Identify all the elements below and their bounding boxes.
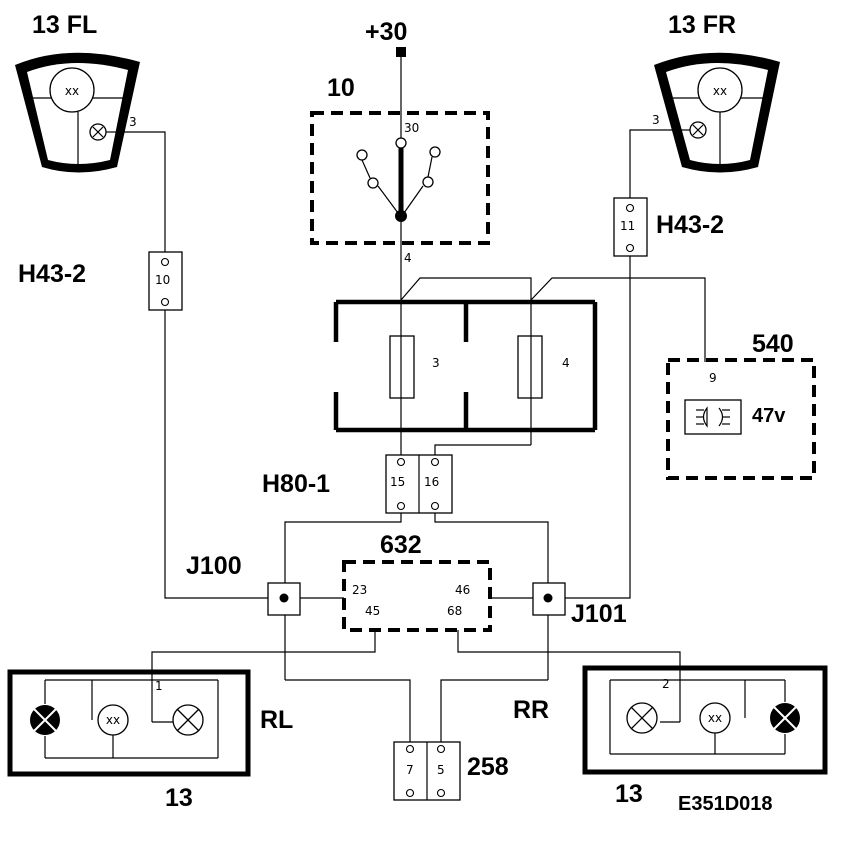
- switch-label: 10: [327, 74, 355, 102]
- svg-text:xx: xx: [713, 84, 727, 98]
- connector-right: [613, 197, 648, 257]
- rear-right-number: 13: [615, 780, 643, 808]
- front-right-lamp: xx: [654, 52, 780, 173]
- module-pin-45: 45: [365, 604, 380, 618]
- supply-label: +30: [365, 18, 407, 46]
- front-right-lamp-pin: 3: [652, 113, 660, 127]
- indicator-label: 540: [752, 330, 794, 358]
- junction-left-label: J100: [186, 552, 242, 580]
- indicator-pin: 9: [709, 371, 717, 385]
- connector-bottom-pin-7: 7: [406, 763, 414, 777]
- headlamp-indicator-icon: [684, 399, 742, 435]
- rear-left-label: RL: [260, 706, 293, 734]
- connector-mid-pin-16: 16: [424, 475, 439, 489]
- rear-left-box: [7, 669, 251, 777]
- rear-right-pin: 2: [662, 677, 670, 691]
- switch-contacts: [356, 137, 441, 222]
- rear-left-lamps: xx: [30, 679, 219, 759]
- fuse-3-label: 3: [432, 356, 440, 370]
- connector-left: [148, 251, 183, 311]
- rear-left-number: 13: [165, 784, 193, 812]
- junction-left: [267, 582, 301, 616]
- supply-terminal: [396, 47, 406, 57]
- fuse-box: [333, 299, 598, 433]
- drawing-code: E351D018: [678, 793, 773, 815]
- switch-box: [310, 111, 490, 245]
- connector-right-pin: 11: [620, 219, 635, 233]
- front-right-lamp-label: 13 FR: [668, 11, 736, 39]
- connector-bottom-pin-5: 5: [437, 763, 445, 777]
- fuse-4-label: 4: [562, 356, 570, 370]
- front-left-lamp-pin: 3: [129, 115, 137, 129]
- connector-mid-label: H80-1: [262, 470, 330, 498]
- connector-mid-pin-15: 15: [390, 475, 405, 489]
- switch-pin-30: 30: [404, 121, 419, 135]
- front-left-lamp: xx: [15, 52, 140, 173]
- svg-text:xx: xx: [106, 713, 120, 727]
- junction-right-label: J101: [571, 600, 627, 628]
- module-pin-23: 23: [352, 583, 367, 597]
- switch-pin-4: 4: [404, 251, 412, 265]
- connector-mid: [385, 454, 453, 514]
- module-pin-68: 68: [447, 604, 462, 618]
- module-box: [342, 560, 492, 632]
- front-left-lamp-label: 13 FL: [32, 11, 97, 39]
- svg-text:xx: xx: [708, 711, 722, 725]
- svg-text:xx: xx: [65, 84, 79, 98]
- indicator-rating: 47v: [752, 405, 786, 427]
- connector-bottom-label: 258: [467, 753, 509, 781]
- junction-right: [532, 582, 566, 616]
- rear-left-pin: 1: [155, 679, 163, 693]
- connector-bottom: [393, 741, 461, 801]
- rear-right-label: RR: [513, 696, 549, 724]
- connector-left-label: H43-2: [18, 260, 86, 288]
- connector-right-label: H43-2: [656, 211, 724, 239]
- rear-right-lamps: xx: [609, 679, 800, 755]
- rear-right-box: [582, 665, 828, 775]
- module-label: 632: [380, 531, 422, 559]
- module-pin-46: 46: [455, 583, 470, 597]
- connector-left-pin: 10: [155, 273, 170, 287]
